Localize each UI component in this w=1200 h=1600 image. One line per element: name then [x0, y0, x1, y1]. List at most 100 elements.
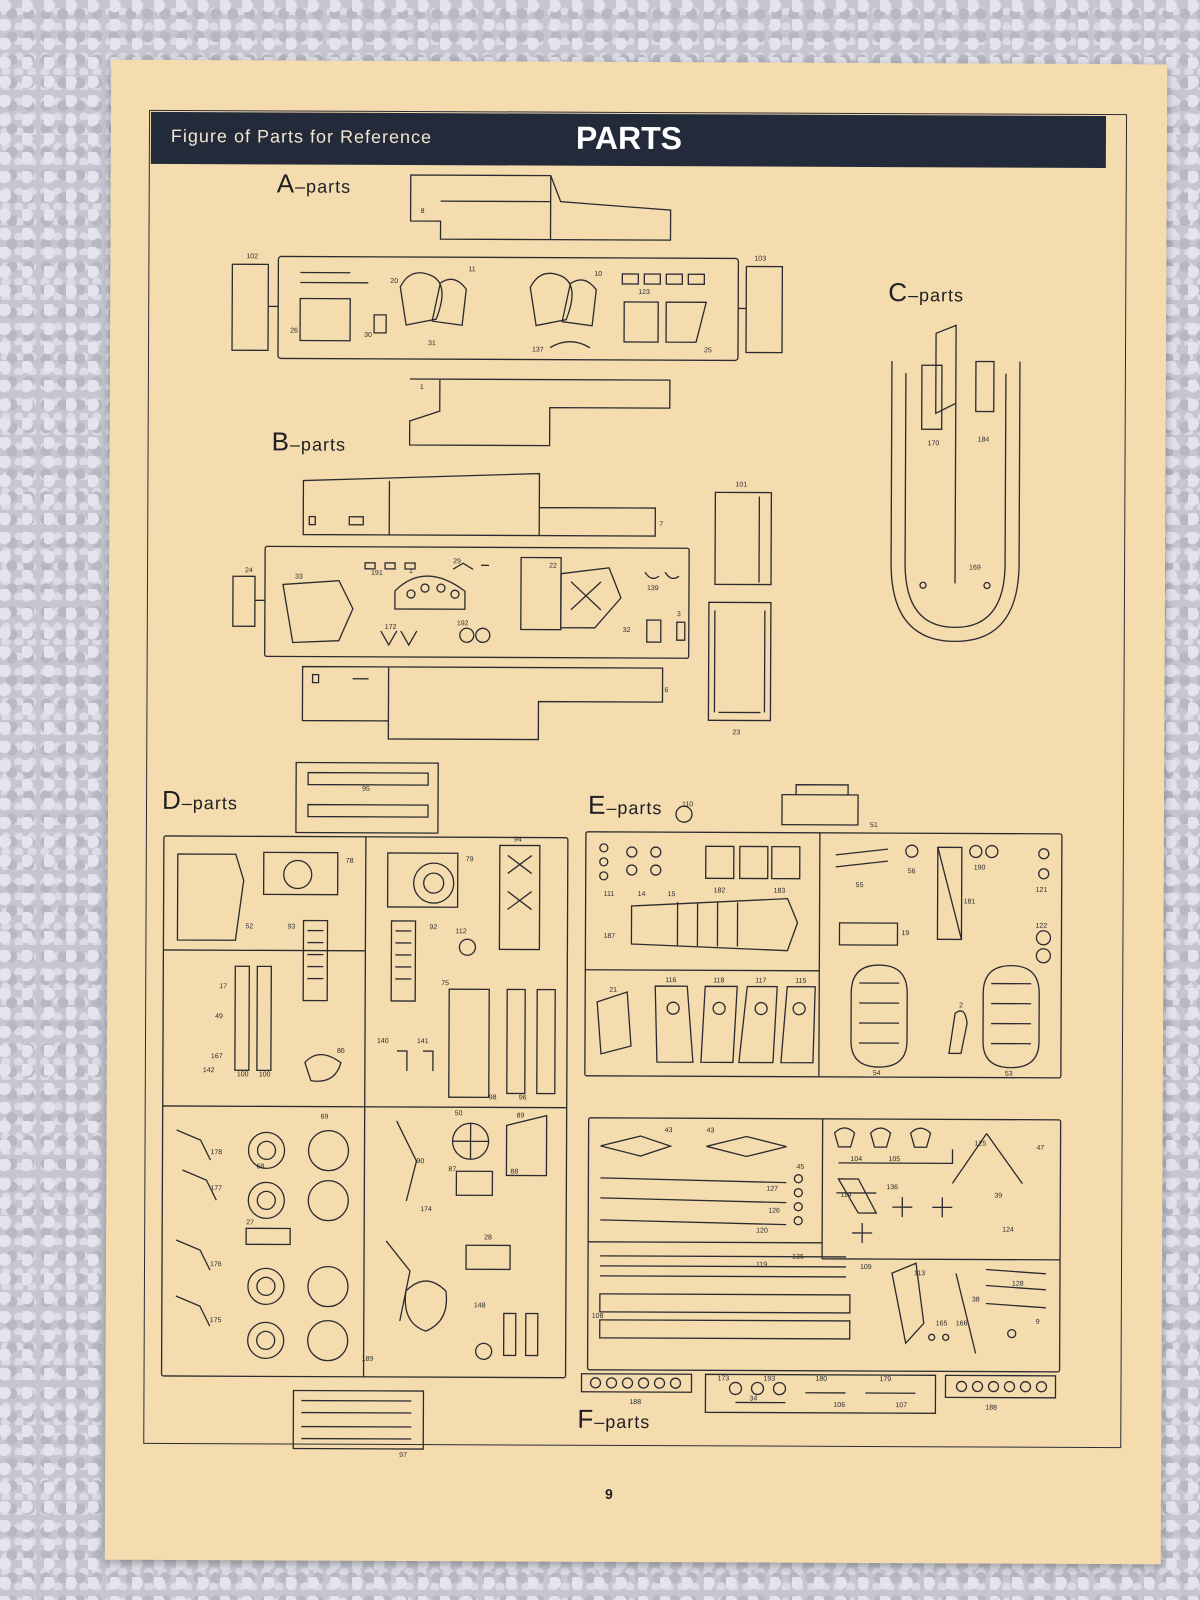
svg-text:86: 86 — [337, 1048, 345, 1055]
svg-text:123: 123 — [638, 289, 650, 296]
svg-text:2: 2 — [959, 1002, 963, 1009]
svg-text:55: 55 — [856, 882, 864, 889]
svg-text:43: 43 — [707, 1127, 715, 1134]
svg-text:122: 122 — [1035, 923, 1047, 930]
svg-text:23: 23 — [732, 729, 740, 736]
svg-text:117: 117 — [755, 978, 766, 985]
svg-text:178: 178 — [210, 1149, 222, 1156]
svg-text:110: 110 — [682, 801, 693, 808]
svg-text:39: 39 — [994, 1193, 1002, 1200]
svg-text:56: 56 — [908, 868, 916, 875]
svg-text:9: 9 — [1036, 1319, 1040, 1326]
svg-text:103: 103 — [754, 256, 766, 263]
svg-text:124: 124 — [1002, 1227, 1014, 1234]
svg-text:120: 120 — [756, 1228, 768, 1235]
svg-text:167: 167 — [211, 1053, 223, 1060]
svg-text:166: 166 — [956, 1320, 968, 1327]
svg-text:88: 88 — [510, 1168, 518, 1175]
svg-text:17: 17 — [219, 983, 227, 990]
svg-text:190: 190 — [974, 864, 986, 871]
svg-text:101: 101 — [735, 481, 747, 488]
svg-text:179: 179 — [880, 1376, 892, 1383]
svg-text:28: 28 — [484, 1234, 492, 1241]
svg-text:187: 187 — [603, 933, 615, 940]
svg-text:191: 191 — [371, 570, 383, 577]
svg-text:136: 136 — [886, 1184, 898, 1191]
svg-text:1: 1 — [420, 384, 424, 391]
svg-text:174: 174 — [420, 1206, 432, 1213]
svg-text:137: 137 — [532, 347, 544, 354]
svg-text:169: 169 — [969, 564, 981, 571]
svg-text:51: 51 — [870, 822, 878, 829]
svg-text:14: 14 — [638, 891, 646, 898]
svg-text:188: 188 — [985, 1405, 997, 1412]
svg-text:107: 107 — [895, 1402, 907, 1409]
svg-text:26: 26 — [290, 327, 298, 334]
svg-text:54: 54 — [873, 1070, 881, 1077]
svg-text:45: 45 — [796, 1164, 804, 1171]
svg-text:31: 31 — [428, 340, 436, 347]
svg-text:105: 105 — [888, 1156, 900, 1163]
instruction-sheet: Figure of Parts for Reference PARTS A–pa… — [104, 59, 1168, 1565]
svg-text:32: 32 — [623, 627, 631, 634]
svg-text:29: 29 — [453, 558, 461, 565]
svg-text:181: 181 — [964, 898, 976, 905]
svg-text:24: 24 — [245, 567, 253, 574]
svg-text:172: 172 — [385, 624, 397, 631]
svg-text:126: 126 — [768, 1208, 780, 1215]
svg-text:141: 141 — [417, 1038, 429, 1045]
svg-text:100: 100 — [237, 1071, 249, 1078]
svg-text:125: 125 — [975, 1140, 987, 1147]
svg-text:7: 7 — [659, 521, 663, 528]
svg-text:89: 89 — [517, 1112, 525, 1119]
svg-text:182: 182 — [714, 887, 726, 894]
page-number: 9 — [604, 1485, 613, 1502]
svg-text:108: 108 — [592, 1313, 604, 1320]
svg-text:188: 188 — [629, 1399, 641, 1406]
svg-text:139: 139 — [647, 585, 659, 592]
svg-text:6: 6 — [665, 687, 669, 694]
svg-text:94: 94 — [514, 836, 522, 843]
svg-text:78: 78 — [346, 858, 354, 865]
svg-text:50: 50 — [455, 1110, 463, 1117]
svg-text:177: 177 — [210, 1185, 222, 1192]
svg-text:142: 142 — [203, 1067, 215, 1074]
svg-text:121: 121 — [1036, 887, 1048, 894]
svg-text:97: 97 — [399, 1452, 407, 1459]
svg-text:140: 140 — [377, 1038, 389, 1045]
svg-text:193: 193 — [764, 1376, 776, 1383]
svg-text:192: 192 — [457, 620, 469, 627]
svg-text:100: 100 — [259, 1071, 271, 1078]
svg-text:113: 113 — [914, 1270, 925, 1277]
svg-text:109: 109 — [860, 1264, 872, 1271]
svg-text:128: 128 — [1012, 1281, 1024, 1288]
svg-text:148: 148 — [474, 1302, 486, 1309]
svg-text:136: 136 — [792, 1254, 804, 1261]
svg-text:69: 69 — [321, 1114, 329, 1121]
svg-text:19: 19 — [901, 930, 909, 937]
svg-text:102: 102 — [246, 253, 258, 260]
svg-text:106: 106 — [833, 1402, 845, 1409]
svg-text:11: 11 — [468, 266, 475, 273]
svg-text:184: 184 — [978, 436, 990, 443]
svg-text:96: 96 — [519, 1094, 527, 1101]
svg-text:52: 52 — [245, 923, 253, 930]
svg-text:189: 189 — [362, 1356, 374, 1363]
svg-text:49: 49 — [215, 1013, 223, 1020]
svg-text:114: 114 — [840, 1192, 851, 1199]
svg-text:43: 43 — [665, 1127, 673, 1134]
svg-text:175: 175 — [210, 1317, 222, 1324]
svg-text:90: 90 — [416, 1158, 424, 1165]
svg-text:92: 92 — [429, 924, 437, 931]
svg-text:98: 98 — [489, 1094, 497, 1101]
svg-text:21: 21 — [609, 987, 617, 994]
svg-text:112: 112 — [455, 928, 466, 935]
svg-text:27: 27 — [246, 1219, 254, 1226]
svg-text:176: 176 — [210, 1261, 222, 1268]
svg-text:75: 75 — [441, 980, 449, 987]
